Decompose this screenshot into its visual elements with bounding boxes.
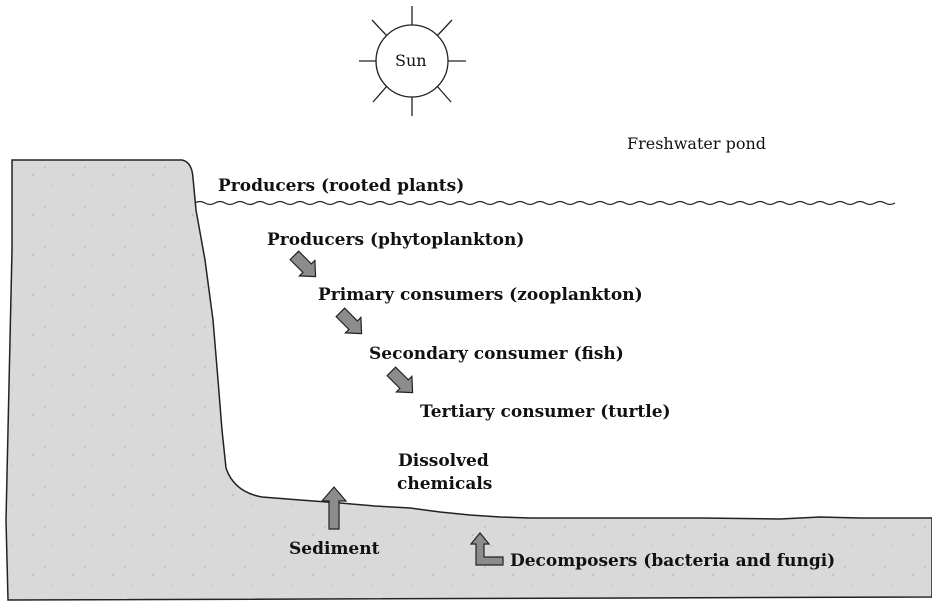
label-turtle: Tertiary consumer (turtle)	[420, 402, 671, 422]
sun-icon	[359, 6, 466, 116]
water-surface-wave	[194, 200, 896, 206]
label-rooted-plants: Producers (rooted plants)	[218, 176, 465, 196]
label-sediment: Sediment	[289, 539, 380, 559]
arrow-zooplankton-to-fish	[335, 307, 363, 335]
label-decomposers: Decomposers (bacteria and fungi)	[510, 551, 836, 571]
scene-label: Freshwater pond	[627, 134, 767, 153]
pond-bank-ground	[5, 159, 932, 601]
label-dissolved-line2: chemicals	[397, 474, 493, 494]
label-dissolved-line1: Dissolved	[398, 451, 489, 471]
label-fish: Secondary consumer (fish)	[369, 344, 624, 364]
label-phytoplankton: Producers (phytoplankton)	[267, 230, 525, 250]
label-zooplankton: Primary consumers (zooplankton)	[318, 285, 643, 305]
arrow-fish-to-turtle	[386, 366, 414, 394]
up-arrow-sediment	[320, 486, 348, 530]
bent-up-arrow-decomposers	[469, 532, 504, 566]
arrow-phytoplankton-to-zooplankton	[289, 250, 317, 278]
sun-label: Sun	[395, 51, 427, 70]
